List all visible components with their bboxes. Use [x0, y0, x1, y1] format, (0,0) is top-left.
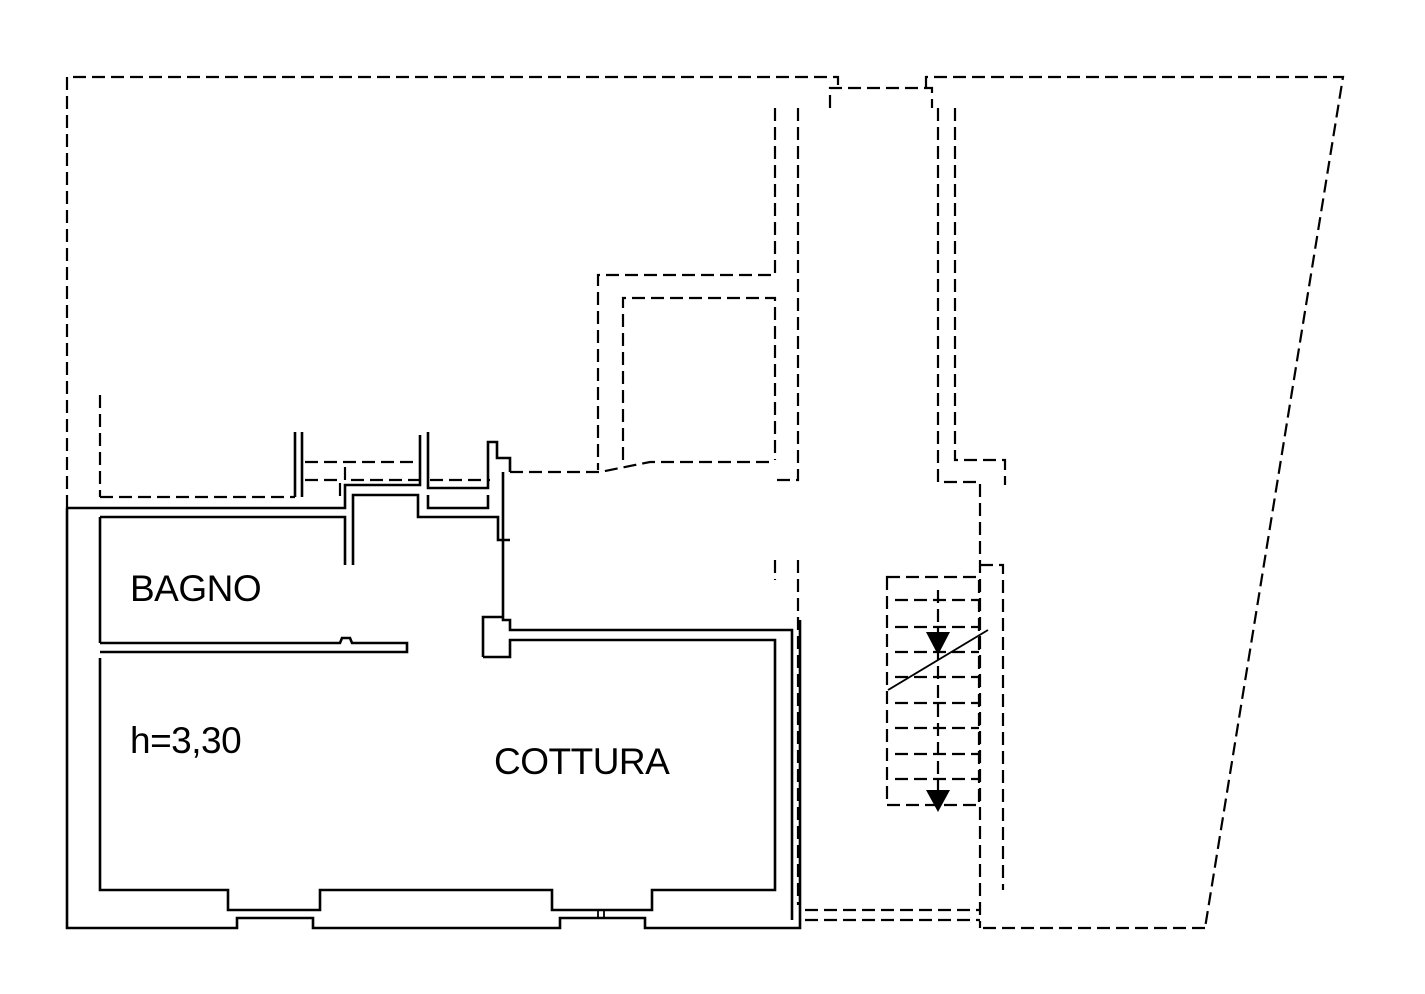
stair-arrow-icon: [926, 790, 950, 812]
stair-arrow-icon: [926, 632, 950, 655]
staircase: [885, 575, 989, 812]
room-label-cottura: COTTURA: [494, 741, 670, 782]
dashed-corridor-walls: [510, 86, 1007, 928]
solid-walls: [65, 432, 802, 930]
dashed-partitions: [305, 460, 490, 497]
height-label: h=3,30: [130, 720, 241, 761]
dashed-outer-perimeter: [65, 75, 1345, 930]
room-label-bagno: BAGNO: [130, 568, 261, 609]
